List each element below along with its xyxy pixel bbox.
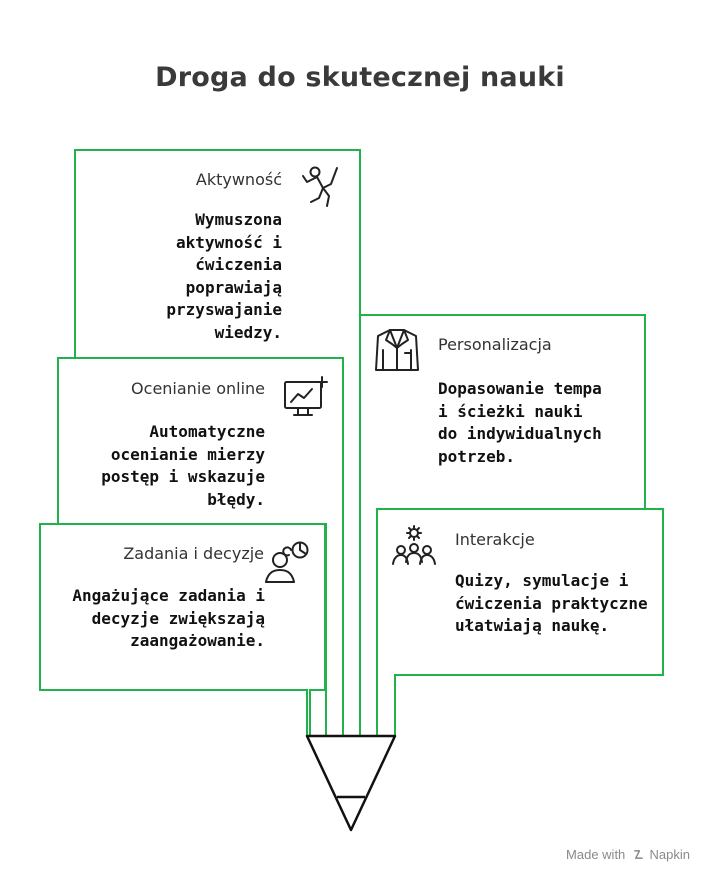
person-climbing-icon	[302, 166, 338, 207]
card-aktywnosc-title: Aktywność	[195, 170, 282, 189]
monitor-chart-plus-icon	[284, 376, 328, 416]
group-gear-icon	[392, 525, 436, 565]
suit-jacket-icon	[375, 329, 419, 371]
card-zadania-text: Angażujące zadania i decyzje zwiększają …	[72, 586, 265, 650]
card-interakcje-text: Quizy, symulacje i ćwiczenia praktyczne …	[455, 571, 648, 635]
napkin-brand-label: Napkin	[649, 847, 690, 862]
card-interakcje-title: Interakcje	[455, 530, 535, 549]
card-personalizacja-text: Dopasowanie tempa i ścieżki nauki do ind…	[438, 379, 602, 466]
napkin-logo-icon	[633, 847, 644, 862]
pencil-tip	[305, 734, 397, 832]
card-ocenianie-text: Automatyczne ocenianie mierzy postęp i w…	[101, 422, 265, 509]
card-ocenianie-title: Ocenianie online	[131, 379, 265, 398]
footer-watermark: Made with Napkin	[566, 847, 690, 862]
card-aktywnosc-text: Wymuszona aktywność i ćwiczenia poprawia…	[166, 210, 282, 342]
person-thinking-icon	[265, 541, 309, 583]
page-title: Droga do skutecznej nauki	[155, 62, 565, 93]
card-zadania-title: Zadania i decyzje	[123, 544, 264, 563]
card-personalizacja-title: Personalizacja	[438, 335, 552, 354]
made-with-label: Made with	[566, 847, 626, 862]
